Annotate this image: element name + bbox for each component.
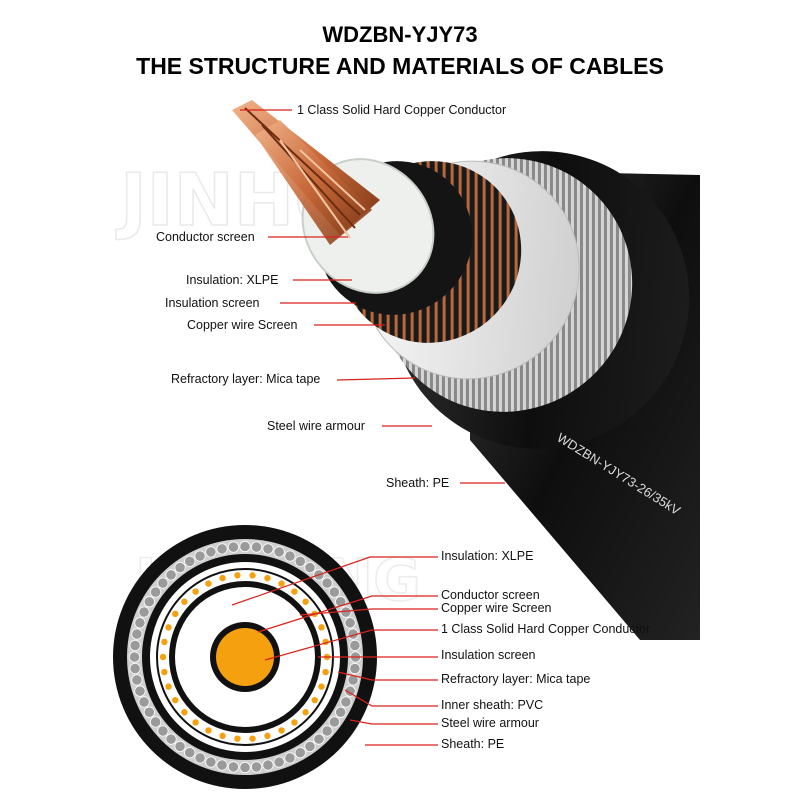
label-copper-wire-screen: Copper wire Screen [187, 318, 298, 332]
section-label-refractory-layer: Refractory layer: Mica tape [441, 672, 591, 686]
section-label-insulation-screen: Insulation screen [441, 648, 536, 662]
copper-conductor [232, 100, 380, 245]
label-copper-conductor: 1 Class Solid Hard Copper Conductor [297, 103, 507, 117]
section-label-steel-wire-armour: Steel wire armour [441, 716, 539, 730]
section-label-sheath-pe: Sheath: PE [441, 737, 505, 751]
label-sheath-pe: Sheath: PE [386, 476, 450, 490]
section-label-xlpe: Insulation: XLPE [441, 549, 534, 563]
section-label-copper-wire-screen: Copper wire Screen [441, 601, 552, 615]
label-refractory-layer: Refractory layer: Mica tape [171, 372, 321, 386]
label-steel-wire-armour: Steel wire armour [267, 419, 365, 433]
top-leader-lines [240, 109, 505, 484]
section-label-conductor-screen: Conductor screen [441, 588, 540, 602]
diagram-title: WDZBN-YJY73 [322, 22, 478, 47]
section-label-inner-sheath: Inner sheath: PVC [441, 698, 544, 712]
label-insulation-screen: Insulation screen [165, 296, 260, 310]
diagram-subtitle: THE STRUCTURE AND MATERIALS OF CABLES [136, 53, 664, 79]
label-conductor-screen: Conductor screen [156, 230, 255, 244]
section-label-copper-conductor: 1 Class Solid Hard Copper Conductor [441, 622, 651, 636]
label-insulation-xlpe: Insulation: XLPE [186, 273, 279, 287]
